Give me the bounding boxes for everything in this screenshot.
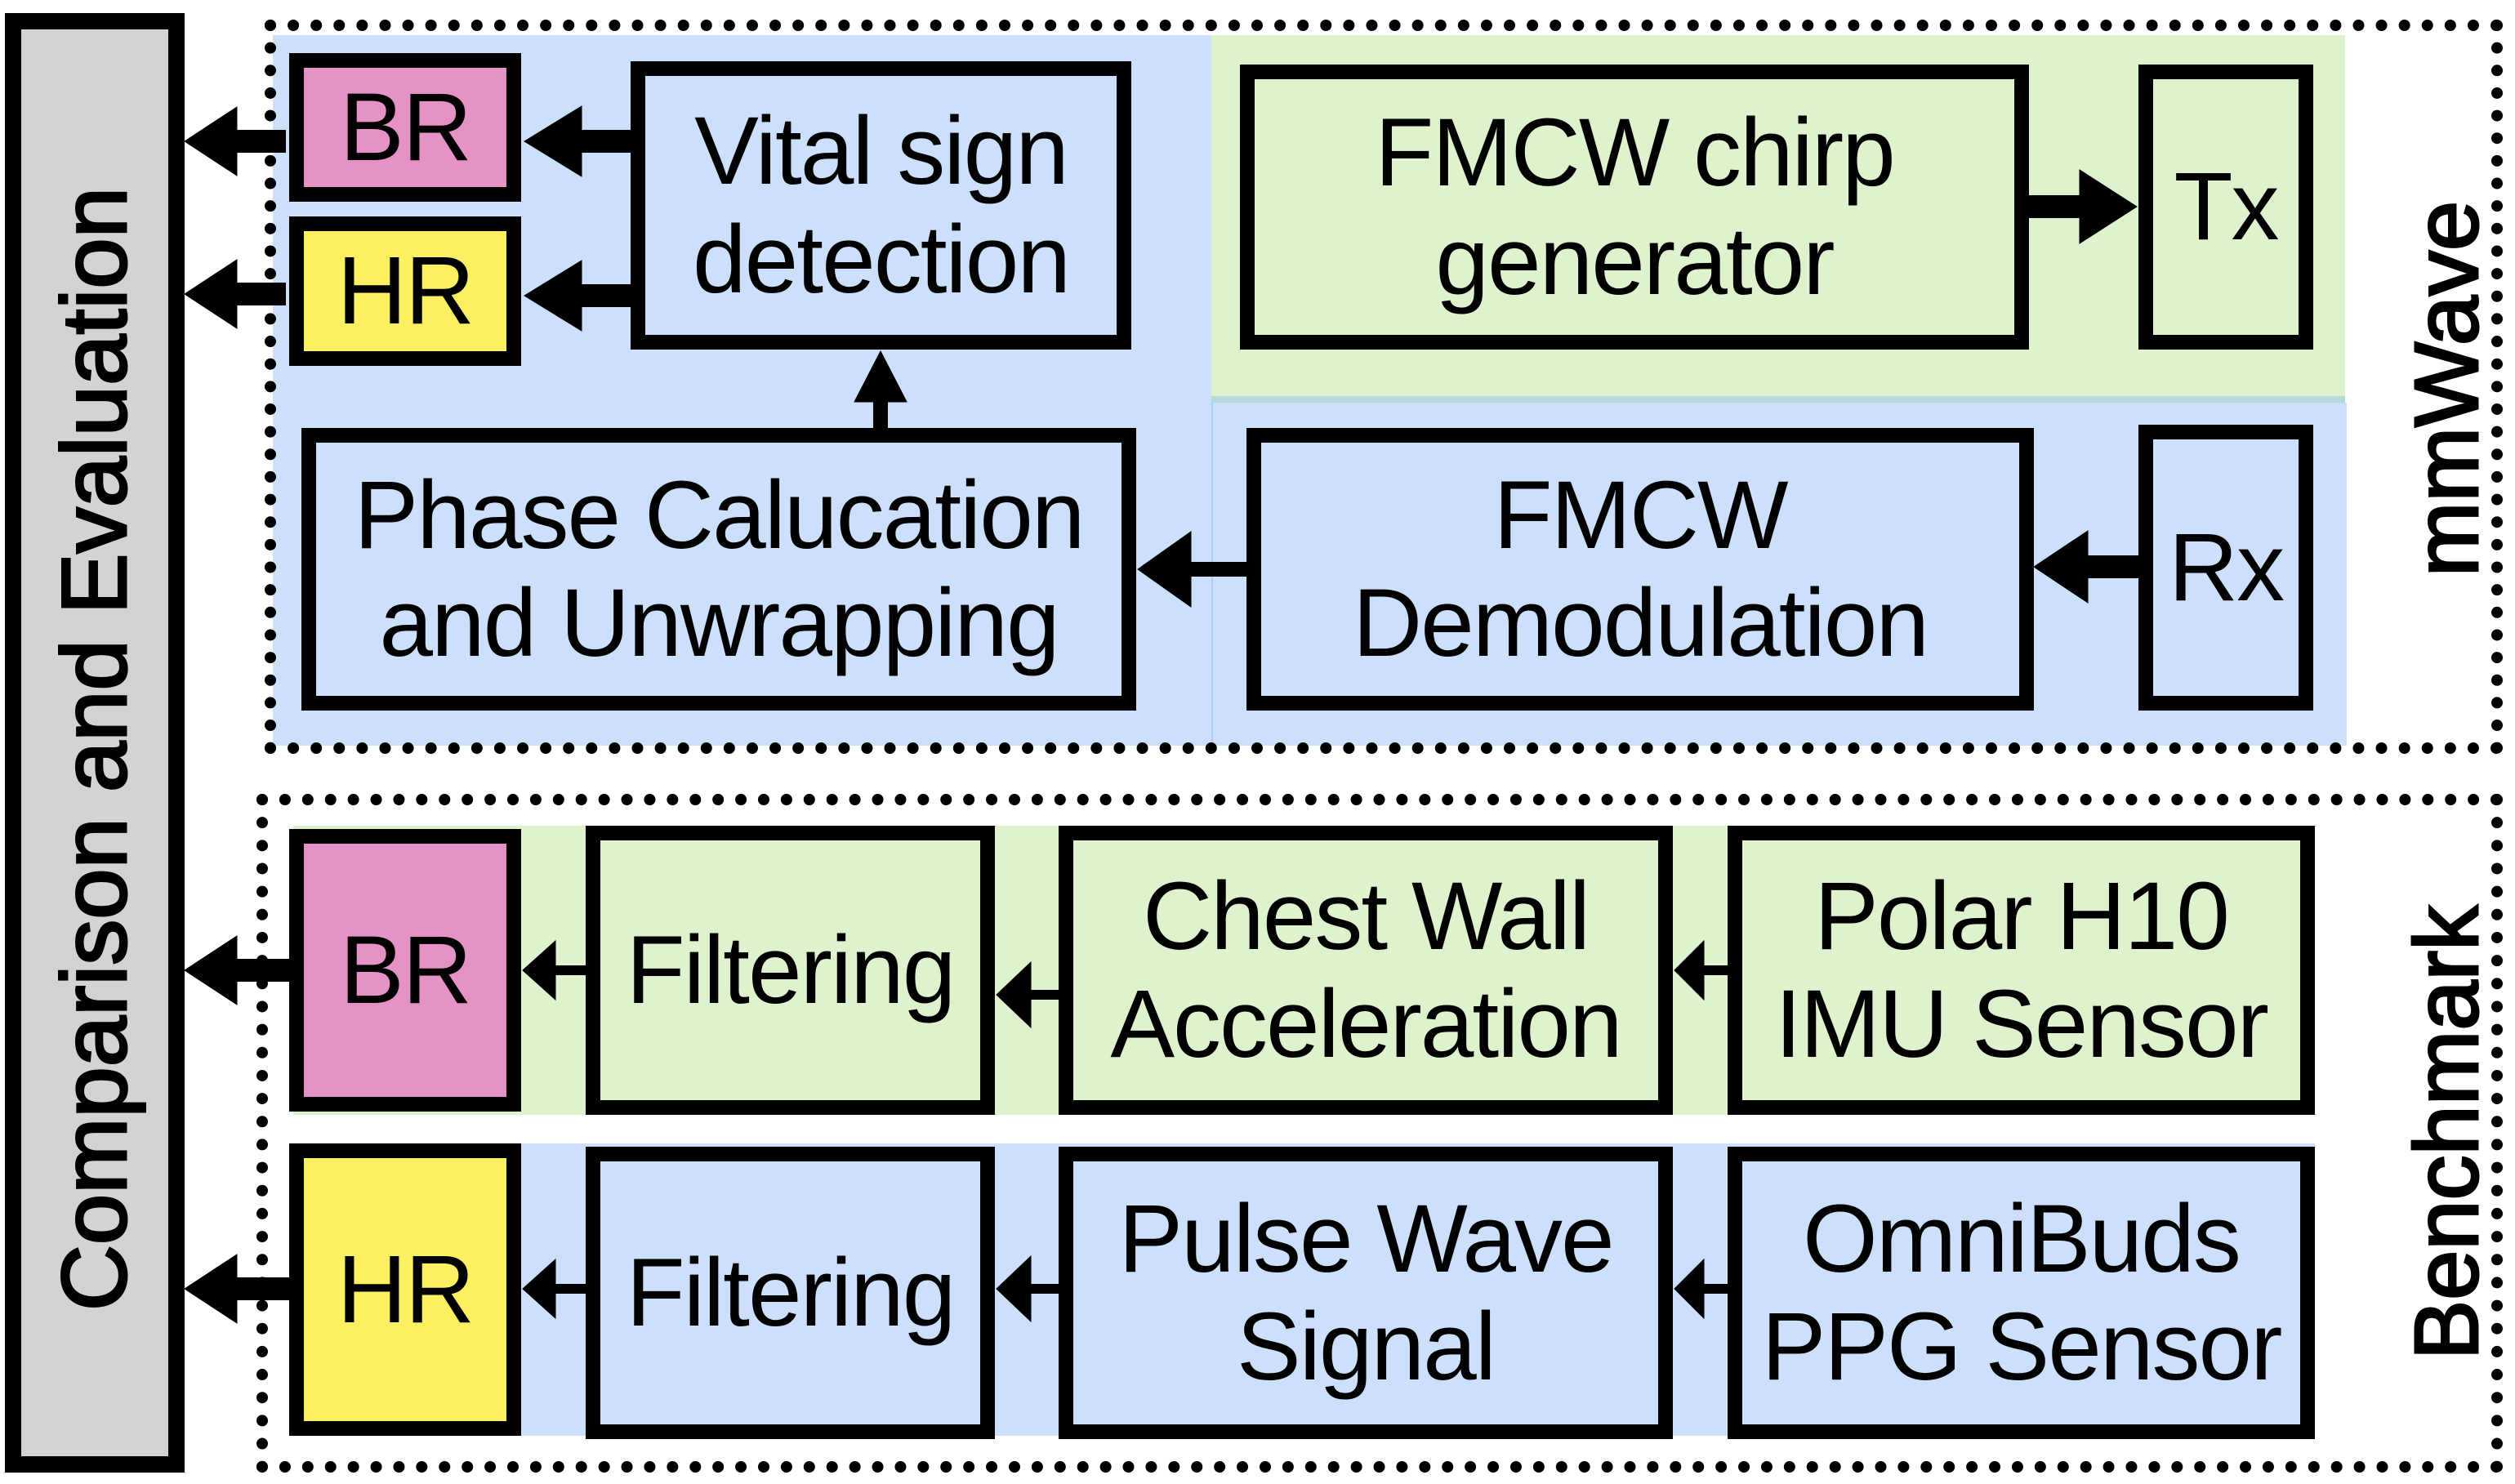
chest-line-1: Chest Wall: [1142, 862, 1590, 970]
benchmark-br-output: BR: [289, 829, 521, 1112]
mmwave-section-border: [265, 20, 2503, 754]
arrow-polar-to-chest: [1674, 939, 1728, 1001]
arrow-vital-to-br: [524, 105, 631, 177]
omnibuds-ppg-sensor-block: OmniBuds PPG Sensor: [1728, 1147, 2315, 1439]
benchmark-hr-label: HR: [337, 1235, 475, 1344]
chest-line-2: Acceleration: [1110, 970, 1622, 1078]
br-filtering-block: Filtering: [586, 826, 995, 1115]
arrow-rx-to-demod: [2033, 530, 2138, 604]
arrow-hr-filter-to-hr: [522, 1258, 586, 1320]
demod-line-2: Demodulation: [1352, 569, 1929, 677]
arrow-benchmark-br-to-eval: [184, 935, 289, 1005]
fmcw-demodulation-block: FMCW Demodulation: [1246, 428, 2034, 711]
polar-line-2: IMU Sensor: [1775, 970, 2269, 1078]
arrow-chirp-to-tx: [2029, 169, 2138, 244]
fmcw-chirp-generator-block: FMCW chirp generator: [1240, 65, 2029, 350]
br-filtering-label: Filtering: [626, 916, 957, 1024]
arrow-br-filter-to-br: [522, 939, 586, 1001]
omni-line-2: PPG Sensor: [1761, 1293, 2283, 1401]
pulse-line-1: Pulse Wave: [1118, 1184, 1614, 1293]
arrow-vital-to-hr: [524, 260, 631, 332]
arrow-chest-to-br-filter: [996, 960, 1059, 1029]
arrow-omni-to-pulse: [1674, 1258, 1728, 1320]
pulse-line-2: Signal: [1236, 1293, 1496, 1401]
chest-wall-acceleration-block: Chest Wall Acceleration: [1059, 826, 1673, 1115]
mmwave-br-label: BR: [340, 73, 472, 181]
benchmark-br-label: BR: [340, 916, 472, 1024]
polar-h10-sensor-block: Polar H10 IMU Sensor: [1728, 826, 2315, 1115]
benchmark-hr-output: HR: [289, 1143, 521, 1436]
vital-sign-detection-block: Vital sign detection: [631, 61, 1131, 350]
pulse-wave-signal-block: Pulse Wave Signal: [1059, 1147, 1673, 1439]
rx-block: Rx: [2138, 425, 2313, 711]
phase-calculation-block: Phase Calucation and Unwrapping: [301, 428, 1136, 711]
arrow-mmwave-hr-to-eval: [184, 259, 286, 329]
polar-line-1: Polar H10: [1814, 862, 2230, 970]
comparison-evaluation-block: [5, 13, 185, 1473]
phase-line-1: Phase Calucation: [354, 461, 1086, 569]
mmwave-region-divider: [1211, 396, 2345, 403]
mmwave-hr-output: HR: [289, 216, 521, 366]
arrow-pulse-to-hr-filter: [996, 1254, 1059, 1323]
tx-block: Tx: [2138, 65, 2313, 350]
vital-sign-line-2: detection: [693, 205, 1071, 314]
hr-filtering-label: Filtering: [626, 1238, 957, 1347]
tx-label: Tx: [2174, 153, 2279, 261]
chirp-line-1: FMCW chirp: [1375, 99, 1896, 207]
vital-sign-line-1: Vital sign: [694, 97, 1069, 206]
rx-label: Rx: [2168, 513, 2285, 622]
arrow-mmwave-br-to-eval: [184, 106, 286, 176]
arrow-phase-to-vital: [854, 350, 907, 428]
benchmark-section-border: [256, 794, 2503, 1473]
hr-filtering-block: Filtering: [586, 1147, 995, 1439]
arrow-benchmark-hr-to-eval: [184, 1254, 289, 1324]
chirp-line-2: generator: [1435, 207, 1835, 315]
phase-line-2: and Unwrapping: [379, 569, 1059, 677]
omni-line-1: OmniBuds: [1803, 1184, 2241, 1293]
mmwave-br-output: BR: [289, 53, 521, 202]
demod-line-1: FMCW: [1493, 461, 1789, 569]
mmwave-hr-label: HR: [337, 237, 475, 345]
arrow-demod-to-phase: [1137, 531, 1246, 608]
